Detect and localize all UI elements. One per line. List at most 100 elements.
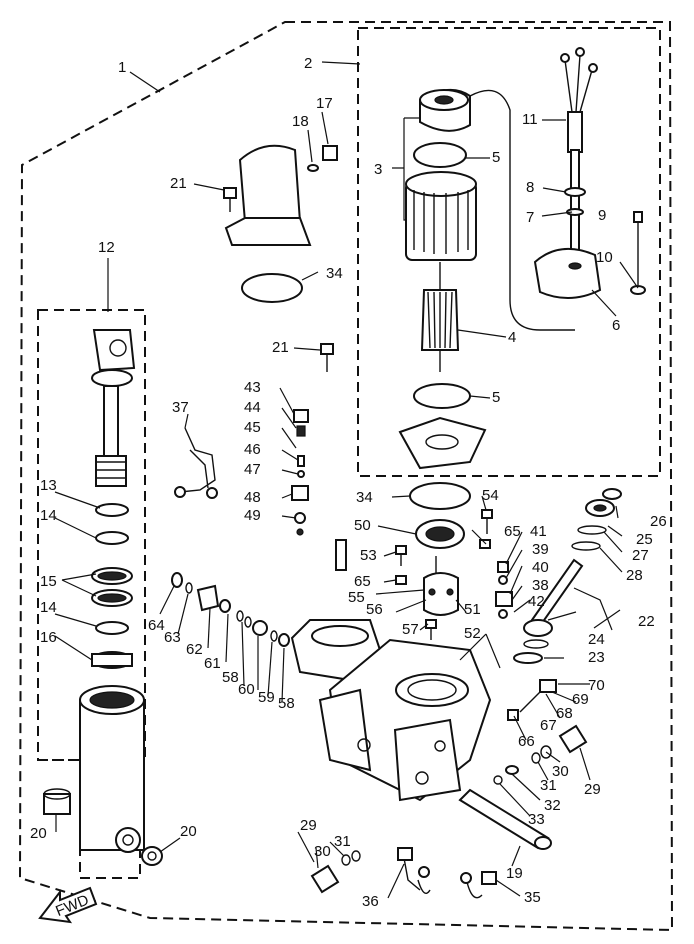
callout-11: 11 <box>522 111 538 128</box>
fitting-29-right <box>531 724 588 764</box>
fitting-32-33 <box>493 765 519 785</box>
callout-53: 53 <box>360 547 377 564</box>
callout-33: 33 <box>528 811 545 828</box>
callout-20-right: 20 <box>180 823 197 840</box>
o-ring-24 <box>523 639 549 649</box>
o-ring-28 <box>571 541 601 551</box>
callout-4: 4 <box>508 329 516 346</box>
callout-69: 69 <box>572 691 589 708</box>
callout-14-lower: 14 <box>40 599 57 616</box>
callout-1: 1 <box>118 59 126 76</box>
o-ring-27 <box>577 525 607 535</box>
callout-46: 46 <box>244 441 261 458</box>
valve-66-70 <box>507 679 557 721</box>
tilt-rod <box>95 385 127 487</box>
callout-8: 8 <box>526 179 534 196</box>
callout-59: 59 <box>258 689 275 706</box>
callout-62: 62 <box>186 641 203 658</box>
callout-61: 61 <box>204 655 221 672</box>
motor-armature <box>420 262 460 372</box>
callout-34-lower: 34 <box>356 489 373 506</box>
bolt-65-left <box>395 575 407 585</box>
callout-28: 28 <box>626 567 643 584</box>
callout-29-left: 29 <box>300 817 317 834</box>
bolt-57 <box>425 619 437 640</box>
callout-16: 16 <box>40 629 57 646</box>
callout-57: 57 <box>402 621 419 638</box>
callout-20-left: 20 <box>30 825 47 842</box>
o-ring-14-lower <box>95 621 129 635</box>
callout-68: 68 <box>556 705 573 722</box>
valve-stack-43-49 <box>291 409 309 536</box>
callout-42: 42 <box>528 593 545 610</box>
callout-67: 67 <box>540 717 557 734</box>
tilt-shaft-22 <box>523 558 584 637</box>
valve-stack-58-64 <box>171 572 290 647</box>
motor-yoke <box>405 171 477 261</box>
callout-14-upper: 14 <box>40 507 57 524</box>
callout-55: 55 <box>348 589 365 606</box>
hose-fitting-35 <box>460 871 497 899</box>
callout-50: 50 <box>354 517 371 534</box>
callout-51: 51 <box>464 601 481 618</box>
reservoir-o-ring <box>241 273 303 303</box>
relief-valve-55 <box>335 539 347 571</box>
piston-ring-13 <box>95 503 129 517</box>
callout-58-lower: 58 <box>278 695 295 712</box>
callout-41: 41 <box>530 523 547 540</box>
fitting-29-left <box>310 850 361 894</box>
callout-65-right: 65 <box>504 523 521 540</box>
callout-13: 13 <box>40 477 57 494</box>
hose-fitting-36 <box>397 847 431 894</box>
callout-3: 3 <box>374 161 382 178</box>
callout-54: 54 <box>482 487 499 504</box>
callout-22: 22 <box>638 613 655 630</box>
callout-32: 32 <box>544 797 561 814</box>
end-cap-25-26 <box>585 488 622 517</box>
callout-65-left: 65 <box>354 573 371 590</box>
callout-27: 27 <box>632 547 649 564</box>
callout-39: 39 <box>532 541 549 558</box>
callout-29-right: 29 <box>584 781 601 798</box>
fwd-arrow-icon: FWD <box>38 886 98 924</box>
pump-body-51 <box>423 556 459 616</box>
cylinder-assembly-box <box>37 309 146 761</box>
callout-25: 25 <box>636 531 653 548</box>
oil-pipe-37 <box>179 427 216 493</box>
callout-18: 18 <box>292 113 309 130</box>
callout-34-upper: 34 <box>326 265 343 282</box>
callout-37: 37 <box>172 399 189 416</box>
valve-group-38-41 <box>495 561 513 619</box>
reservoir-plug-17 <box>307 145 338 172</box>
callout-5-lower: 5 <box>492 389 500 406</box>
motor-grommet <box>533 247 602 300</box>
callout-47: 47 <box>244 461 261 478</box>
callout-60: 60 <box>238 681 255 698</box>
callout-64: 64 <box>148 617 165 634</box>
screw-21-upper <box>223 187 237 212</box>
piston-16 <box>91 651 133 669</box>
callout-44: 44 <box>244 399 261 416</box>
callout-17: 17 <box>316 95 333 112</box>
callout-70: 70 <box>588 677 605 694</box>
callout-63: 63 <box>164 629 181 646</box>
callout-31-right: 31 <box>540 777 557 794</box>
tilt-pin-19 <box>458 788 552 850</box>
callout-31-left: 31 <box>334 833 351 850</box>
o-ring-14-upper <box>95 531 129 545</box>
callout-5-upper: 5 <box>492 149 500 166</box>
bolt-54 <box>481 509 493 534</box>
cylinder-bushing-20-right <box>141 846 163 866</box>
callout-58-upper: 58 <box>222 669 239 686</box>
callout-38: 38 <box>532 577 549 594</box>
callout-15: 15 <box>40 573 57 590</box>
callout-36: 36 <box>362 893 379 910</box>
callout-52: 52 <box>464 625 481 642</box>
motor-assembly-box <box>357 27 661 477</box>
callout-19: 19 <box>506 865 523 882</box>
callout-9: 9 <box>598 207 606 224</box>
callout-30-right: 30 <box>552 763 569 780</box>
callout-45: 45 <box>244 419 261 436</box>
tilt-rod-eye <box>91 329 136 387</box>
